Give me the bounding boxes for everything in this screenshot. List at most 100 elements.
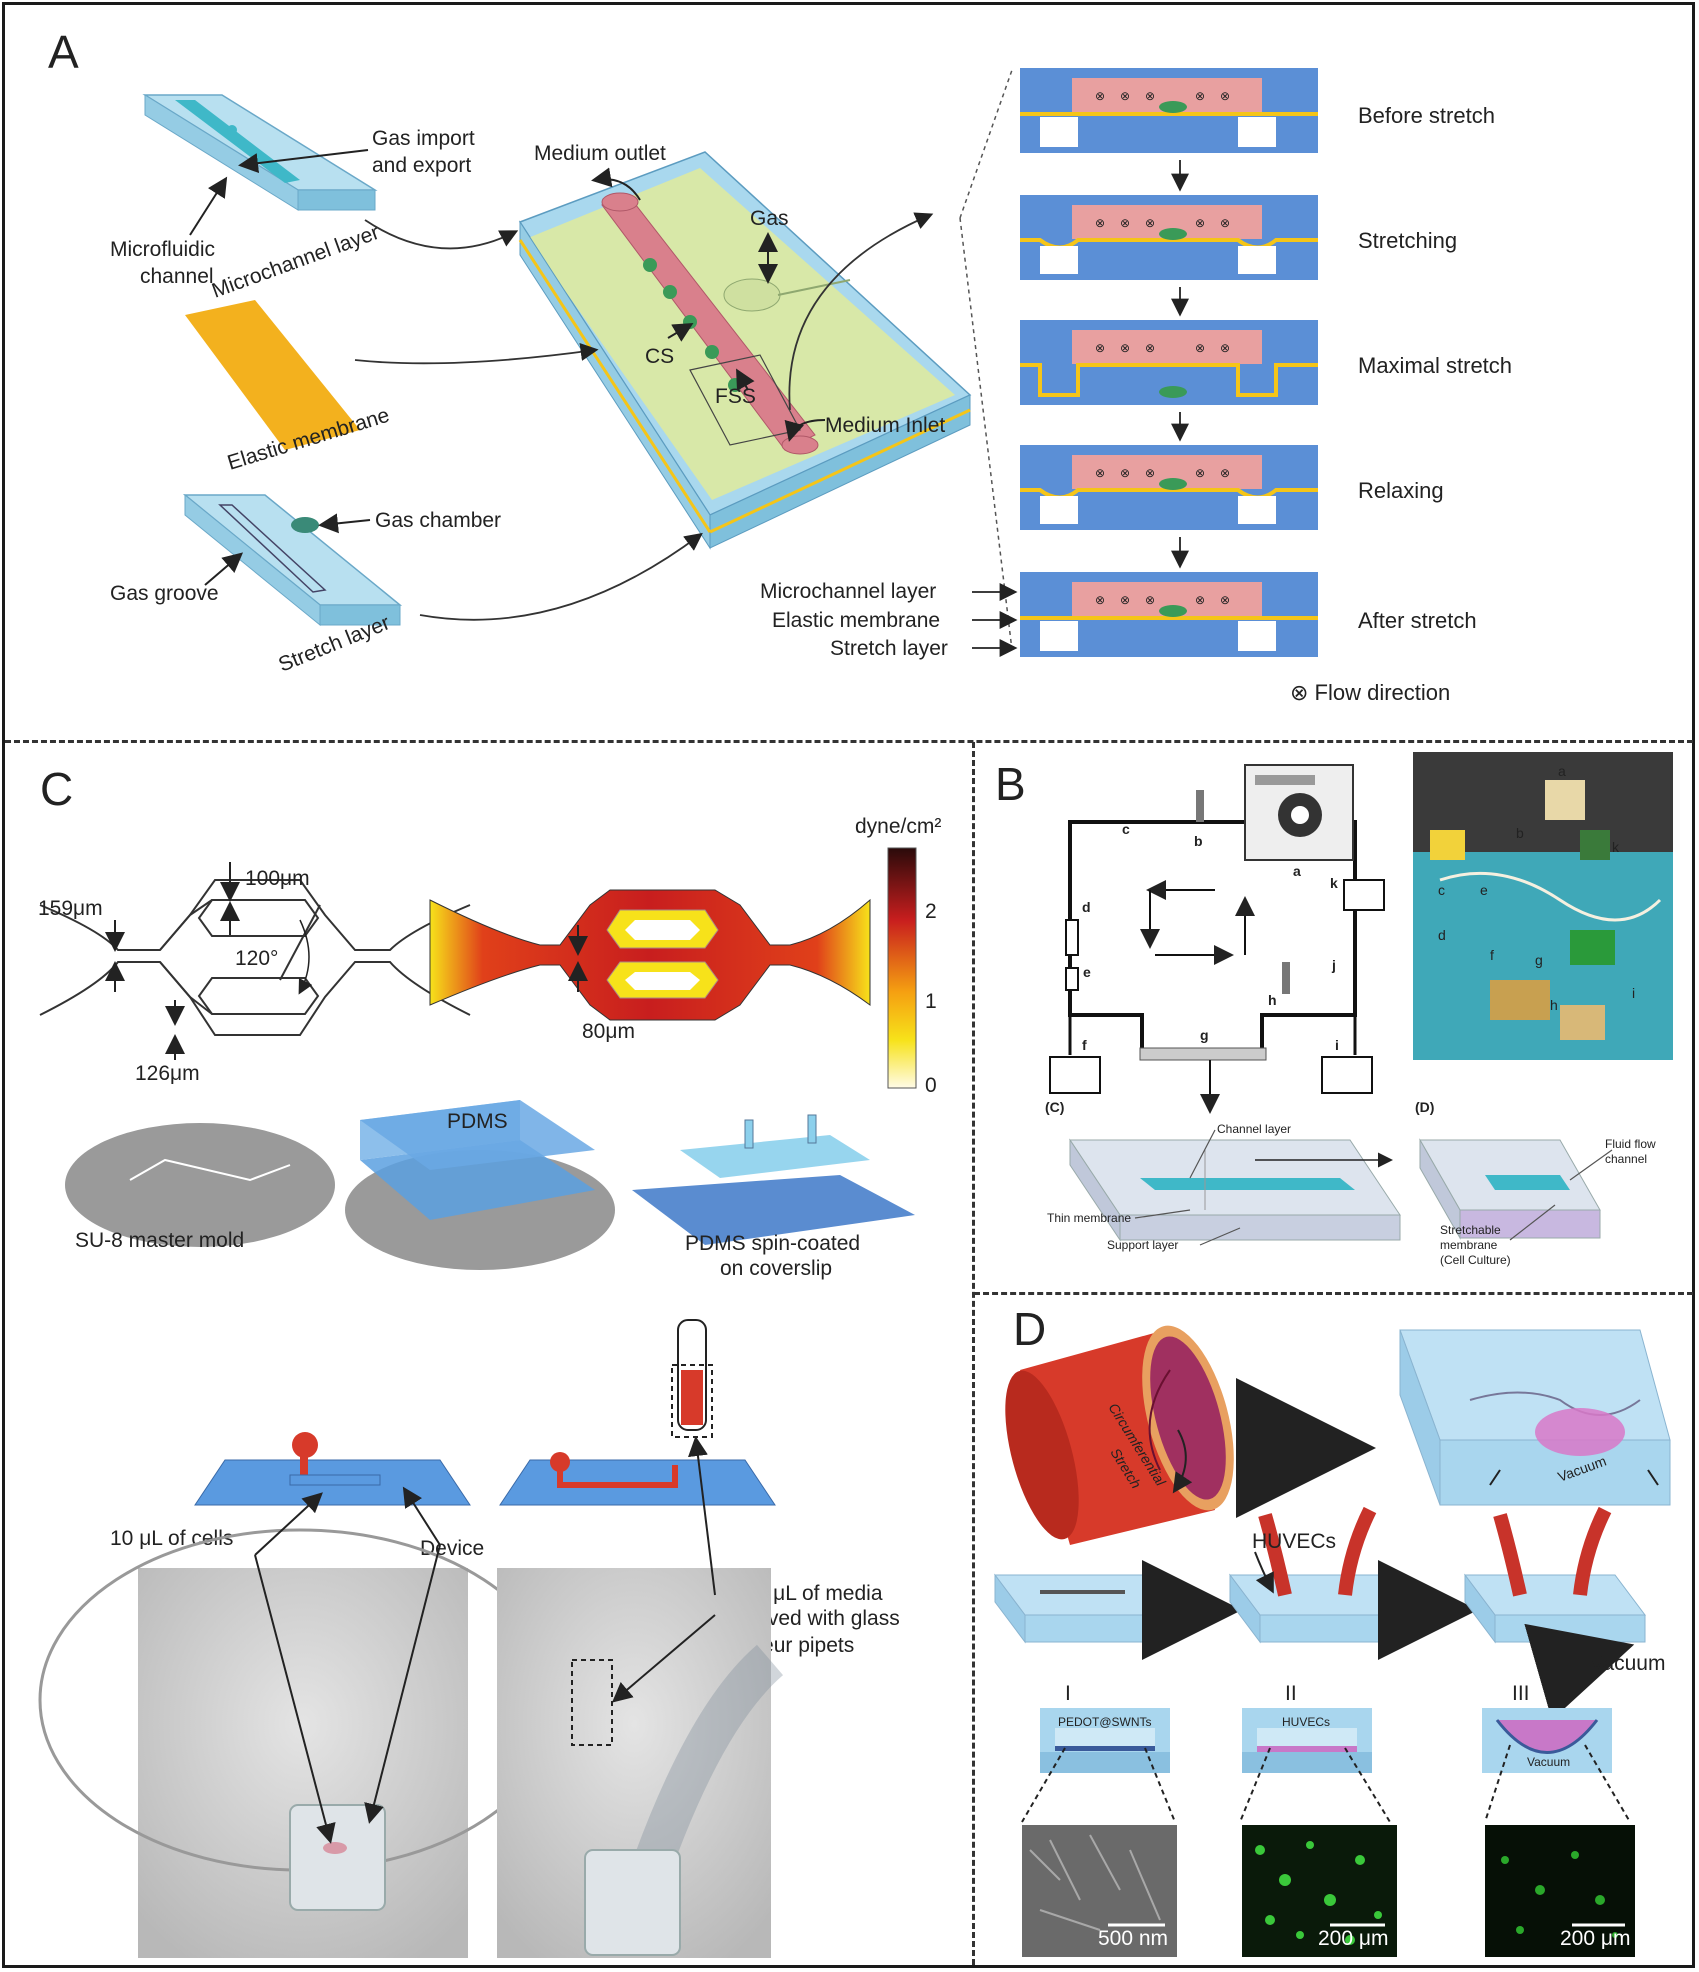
divider-bd	[974, 1292, 1693, 1295]
gas-groove-label: Gas groove	[110, 582, 219, 605]
panel-b-letter: B	[995, 758, 1026, 810]
svg-text:⊗: ⊗	[1095, 593, 1105, 607]
photo-k: k	[1612, 839, 1620, 855]
su8-wafer	[65, 1123, 335, 1247]
su8-label: SU-8 master mold	[75, 1229, 244, 1252]
svg-text:⊗: ⊗	[1195, 89, 1205, 103]
photo-h: h	[1550, 997, 1558, 1013]
panel-b: B a b c d e f g h i j	[995, 752, 1673, 1267]
layer-label-membrane: Elastic membrane	[772, 609, 940, 632]
elastic-membrane-sheet	[185, 300, 360, 450]
support-layer-label: Support layer	[1107, 1238, 1178, 1252]
step-1: I	[1065, 1682, 1071, 1705]
colorbar-tick-0: 0	[925, 1074, 937, 1097]
gas-chamber-label: Gas chamber	[375, 509, 501, 532]
svg-text:⊗: ⊗	[1220, 593, 1230, 607]
cross-section-2	[1020, 195, 1318, 280]
assembled-device	[518, 151, 972, 550]
stretch-layer-block	[182, 493, 403, 627]
photo-e: e	[1480, 882, 1488, 898]
svg-text:⊗: ⊗	[1145, 341, 1155, 355]
photo-f: f	[1490, 947, 1494, 963]
circuit-c: c	[1122, 821, 1130, 837]
cell-drop	[292, 1432, 318, 1458]
channel-schematic	[39, 879, 471, 1036]
colorbar-unit: dyne/cm²	[855, 815, 941, 838]
layer-label-stretch: Stretch layer	[830, 637, 948, 660]
cs-label: CS	[645, 345, 674, 368]
b-device-d	[1419, 1138, 1601, 1240]
svg-text:⊗: ⊗	[1220, 466, 1230, 480]
device-label: Device	[420, 1537, 484, 1560]
cells-label: 10 μL of cells	[110, 1527, 233, 1550]
circuit-a: a	[1293, 863, 1301, 879]
pdms-label: PDMS	[447, 1110, 508, 1133]
panel-d-letter: D	[1013, 1303, 1046, 1355]
svg-text:⊗: ⊗	[1195, 593, 1205, 607]
sensor-b	[1196, 790, 1204, 822]
stretchable-label-2: membrane	[1440, 1238, 1498, 1252]
dim-126: 126μm	[135, 1062, 200, 1085]
cross-section-4	[1020, 445, 1318, 530]
thin-membrane-label: Thin membrane	[1047, 1211, 1131, 1225]
xsec-2	[1242, 1708, 1372, 1773]
stage-label-4: After stretch	[1358, 608, 1477, 633]
svg-text:⊗: ⊗	[1145, 89, 1155, 103]
circuit-d: d	[1082, 899, 1091, 915]
channel-label: channel	[140, 265, 214, 288]
device-step-3	[1464, 1506, 1646, 1721]
stage-label-3: Relaxing	[1358, 478, 1444, 503]
stage-label-0: Before stretch	[1358, 103, 1495, 128]
circuit-i: i	[1335, 1037, 1339, 1053]
svg-text:⊗: ⊗	[1120, 89, 1130, 103]
svg-text:⊗: ⊗	[1095, 89, 1105, 103]
sub-d-label: (D)	[1415, 1099, 1434, 1115]
microfluidic-label: Microfluidic	[110, 238, 215, 261]
shear-stress-map	[429, 889, 871, 1021]
huvecs-label: HUVECs	[1252, 1530, 1336, 1553]
gas-label: Gas	[750, 207, 789, 230]
microchannel-layer-label: Microchannel layer	[209, 221, 382, 303]
svg-text:⊗: ⊗	[1095, 466, 1105, 480]
channel-layer-label: Channel layer	[1217, 1122, 1291, 1136]
panel-c: C 159μm 100μm 120° 126μm 8	[38, 763, 941, 1958]
photo-i: i	[1632, 985, 1635, 1001]
huvecs-box-label: HUVECs	[1282, 1715, 1330, 1729]
svg-text:⊗: ⊗	[1120, 216, 1130, 230]
circuit-g: g	[1200, 1027, 1209, 1043]
pdms-spin-label-2: on coverslip	[720, 1257, 832, 1280]
divider-a	[5, 740, 1693, 743]
svg-text:⊗: ⊗	[1145, 593, 1155, 607]
stretch-chamber	[1399, 1329, 1671, 1506]
colorbar	[887, 847, 917, 1089]
step-3: III	[1512, 1682, 1530, 1705]
step-2: II	[1285, 1682, 1297, 1705]
device-left	[194, 1459, 471, 1506]
svg-text:⊗: ⊗	[1195, 466, 1205, 480]
svg-text:⊗: ⊗	[1095, 341, 1105, 355]
layer-label-microchannel: Microchannel layer	[760, 580, 936, 603]
svg-text:⊗: ⊗	[1120, 593, 1130, 607]
fluorescence-image-1	[1242, 1825, 1397, 1957]
cross-section-3	[1020, 320, 1318, 405]
flow-direction-label: ⊗ Flow direction	[1290, 680, 1450, 705]
colorbar-tick-2: 2	[925, 900, 937, 923]
coverslip	[632, 1175, 915, 1245]
photo-d: d	[1438, 927, 1446, 943]
scale-bar-200um-1: 200 μm	[1318, 1927, 1388, 1950]
circuit-f: f	[1082, 1037, 1087, 1053]
device-step-2	[1229, 1506, 1411, 1644]
fluid-flow-label-2: channel	[1605, 1152, 1647, 1166]
svg-text:⊗: ⊗	[1220, 341, 1230, 355]
svg-text:⊗: ⊗	[1220, 89, 1230, 103]
stretchable-label-1: Stretchable	[1440, 1223, 1501, 1237]
circuit-k: k	[1330, 875, 1338, 891]
divider-cb	[972, 742, 975, 1965]
svg-text:⊗: ⊗	[1220, 216, 1230, 230]
photo-g: g	[1535, 952, 1543, 968]
medium-inlet-label: Medium Inlet	[825, 414, 945, 437]
cross-section-5	[1020, 572, 1318, 657]
medium-outlet-label: Medium outlet	[534, 142, 666, 165]
circuit-b: b	[1194, 833, 1203, 849]
